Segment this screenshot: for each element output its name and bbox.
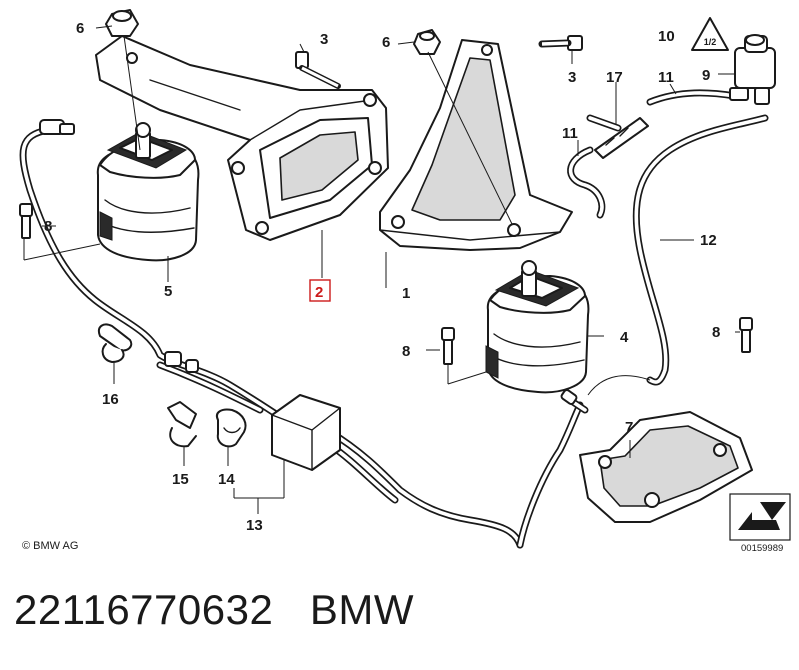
callout-6-right: 6 bbox=[382, 34, 390, 51]
brand-name: BMW bbox=[309, 586, 414, 633]
callout-10: 10 bbox=[658, 28, 675, 45]
callout-1: 1 bbox=[402, 285, 410, 302]
bolt-3-left bbox=[295, 51, 341, 89]
clip-14 bbox=[216, 408, 247, 448]
svg-text:1/2: 1/2 bbox=[704, 37, 717, 47]
diagram-reference-code: 00159989 bbox=[741, 543, 784, 554]
callout-5: 5 bbox=[164, 283, 172, 300]
callout-2: 2 bbox=[315, 284, 323, 301]
engine-mount-4 bbox=[485, 260, 590, 394]
hose-coupling bbox=[39, 119, 75, 135]
callout-15: 15 bbox=[172, 471, 189, 488]
engine-bracket-1 bbox=[379, 39, 573, 251]
warning-triangle-icon: 1/2 bbox=[691, 17, 729, 51]
solenoid-valve-9 bbox=[729, 34, 776, 105]
t-connector-17 bbox=[586, 114, 649, 159]
parts-diagram: 1/2 bbox=[19, 9, 791, 549]
hose-clamp-block bbox=[271, 394, 341, 471]
part-number: 22116770632 bbox=[14, 586, 274, 633]
callout-17: 17 bbox=[606, 69, 623, 86]
callout-6-left: 6 bbox=[76, 20, 84, 37]
bolt-3-right bbox=[538, 35, 583, 51]
callout-8-left: 8 bbox=[44, 218, 52, 235]
part-number-title: 22116770632 BMW bbox=[14, 586, 414, 634]
callout-11-lower: 11 bbox=[562, 125, 578, 142]
callout-11-upper: 11 bbox=[658, 69, 674, 86]
clip-16 bbox=[98, 323, 133, 363]
nut-6-right bbox=[413, 29, 441, 55]
bracket-7 bbox=[579, 411, 753, 523]
bolt-8-middle bbox=[441, 327, 455, 365]
callout-labels: 6 3 6 3 17 11 10 9 11 12 8 5 2 1 4 8 8 1… bbox=[44, 20, 720, 534]
hose-11-lower bbox=[567, 146, 606, 219]
bolt-8-left bbox=[19, 203, 33, 239]
hose-end-fitting bbox=[560, 389, 589, 414]
hose-12 bbox=[587, 114, 769, 396]
leader-lines bbox=[23, 25, 740, 514]
callout-3-right: 3 bbox=[568, 69, 576, 86]
nut-6-left bbox=[105, 9, 139, 37]
bolt-8-right bbox=[739, 317, 753, 353]
callout-7: 7 bbox=[625, 419, 633, 436]
callout-3-left: 3 bbox=[320, 31, 328, 48]
callout-9: 9 bbox=[702, 67, 710, 84]
clip-15 bbox=[167, 401, 197, 448]
callout-2-highlight-box bbox=[309, 279, 331, 302]
callout-8-right: 8 bbox=[712, 324, 720, 341]
hose-line-13 bbox=[19, 126, 584, 549]
hose-fitting bbox=[164, 351, 199, 373]
engine-mount-5 bbox=[96, 122, 200, 262]
callout-12: 12 bbox=[700, 232, 717, 249]
hose-11-upper bbox=[646, 89, 739, 106]
engine-bracket-2 bbox=[95, 35, 389, 241]
callout-4: 4 bbox=[620, 329, 629, 346]
callout-16: 16 bbox=[102, 391, 119, 408]
copyright-label: © BMW AG bbox=[22, 540, 79, 552]
callout-14: 14 bbox=[218, 471, 235, 488]
callout-8-middle: 8 bbox=[402, 343, 410, 360]
direction-arrow-icon bbox=[729, 493, 791, 541]
callout-13: 13 bbox=[246, 517, 263, 534]
